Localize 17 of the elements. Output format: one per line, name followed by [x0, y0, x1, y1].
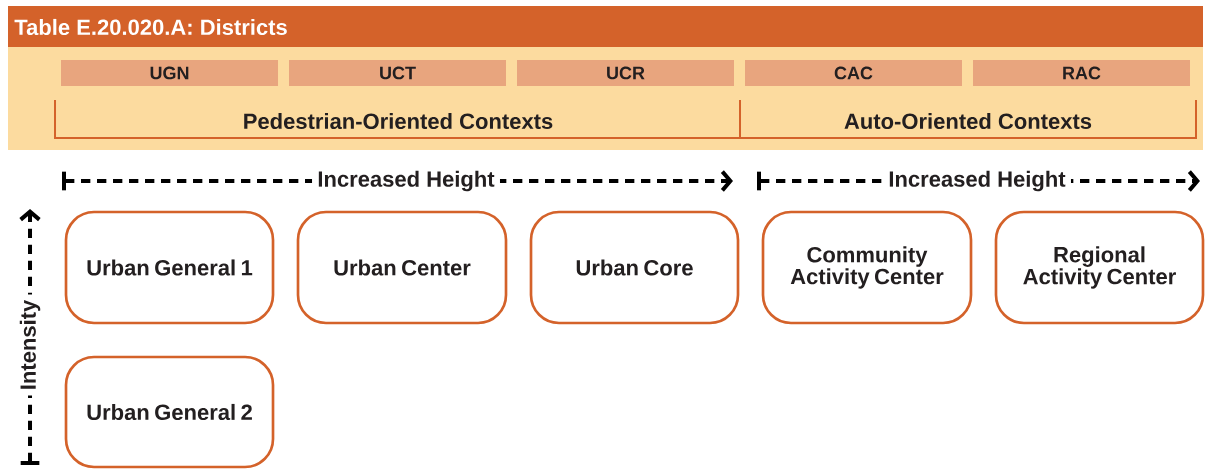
- title-bar: Table E.20.020.A: Districts: [8, 6, 1203, 47]
- district-box: Urban Core: [529, 210, 740, 325]
- context-label: Auto-Oriented Contexts: [844, 112, 1092, 130]
- axis-label: Intensity: [15, 294, 45, 396]
- column-header: UCT: [289, 60, 506, 86]
- district-box: Community Activity Center: [761, 210, 973, 325]
- column-header: CAC: [745, 60, 962, 86]
- district-box: Regional Activity Center: [994, 210, 1205, 325]
- column-header: RAC: [973, 60, 1190, 86]
- column-header: UGN: [61, 60, 278, 86]
- district-box: Urban General 1: [64, 210, 275, 325]
- district-box: Urban General 2: [64, 355, 275, 469]
- column-header: UCR: [517, 60, 734, 86]
- context-label: Pedestrian-Oriented Contexts: [244, 112, 553, 130]
- axis-label: Increased Height: [312, 166, 500, 196]
- district-box: Urban Center: [296, 210, 508, 325]
- axis-label: Increased Height: [883, 166, 1071, 196]
